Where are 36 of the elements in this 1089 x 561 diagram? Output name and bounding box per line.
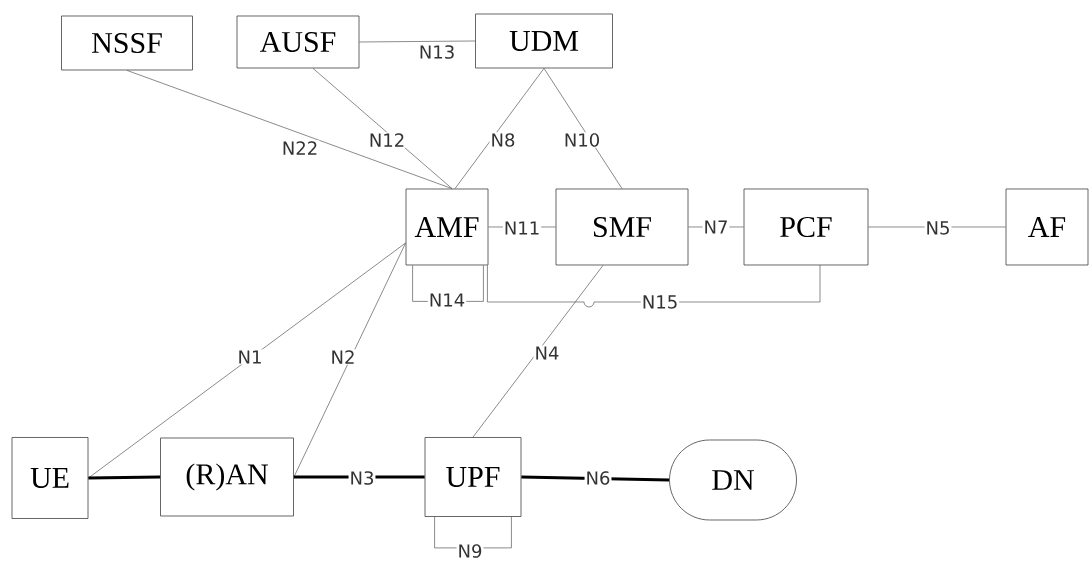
edge-label: N22 [280, 140, 320, 156]
connector-line [359, 40, 476, 43]
function-box: UDM [475, 13, 613, 69]
connector-line [293, 242, 406, 478]
edge-label: N9 [456, 543, 484, 559]
function-box: AF [1005, 188, 1089, 266]
connector-line [472, 265, 604, 438]
function-box: UE [11, 437, 89, 519]
edge-label: N4 [533, 345, 561, 361]
edge-label: N12 [367, 132, 407, 148]
function-box: UPF [424, 437, 522, 517]
connector-line [487, 264, 821, 308]
edge-label: N1 [236, 349, 264, 365]
connector-line [543, 68, 623, 189]
edge-label: N6 [584, 470, 612, 486]
edge-label: N8 [489, 132, 517, 148]
function-box: SMF [555, 188, 689, 266]
function-box: AMF [405, 188, 489, 266]
edge-label: N13 [417, 44, 457, 60]
edge-label: N7 [702, 219, 730, 235]
function-box: (R)AN [160, 437, 294, 517]
connector-line [88, 242, 406, 479]
connector-line [88, 475, 161, 480]
connector-line [454, 68, 545, 189]
connector-line [126, 70, 453, 189]
edge-label: N11 [502, 220, 542, 236]
connector-line [868, 226, 1006, 228]
function-box: AUSF [236, 15, 360, 69]
edge-label: N14 [427, 292, 467, 308]
function-box: PCF [743, 188, 869, 266]
edge-label: N10 [562, 132, 602, 148]
edge-label: N5 [924, 220, 952, 236]
edge-label: N15 [640, 294, 680, 310]
edge-label: N3 [348, 470, 376, 486]
function-box: NSSF [61, 15, 193, 71]
edge-label: N2 [329, 349, 357, 365]
